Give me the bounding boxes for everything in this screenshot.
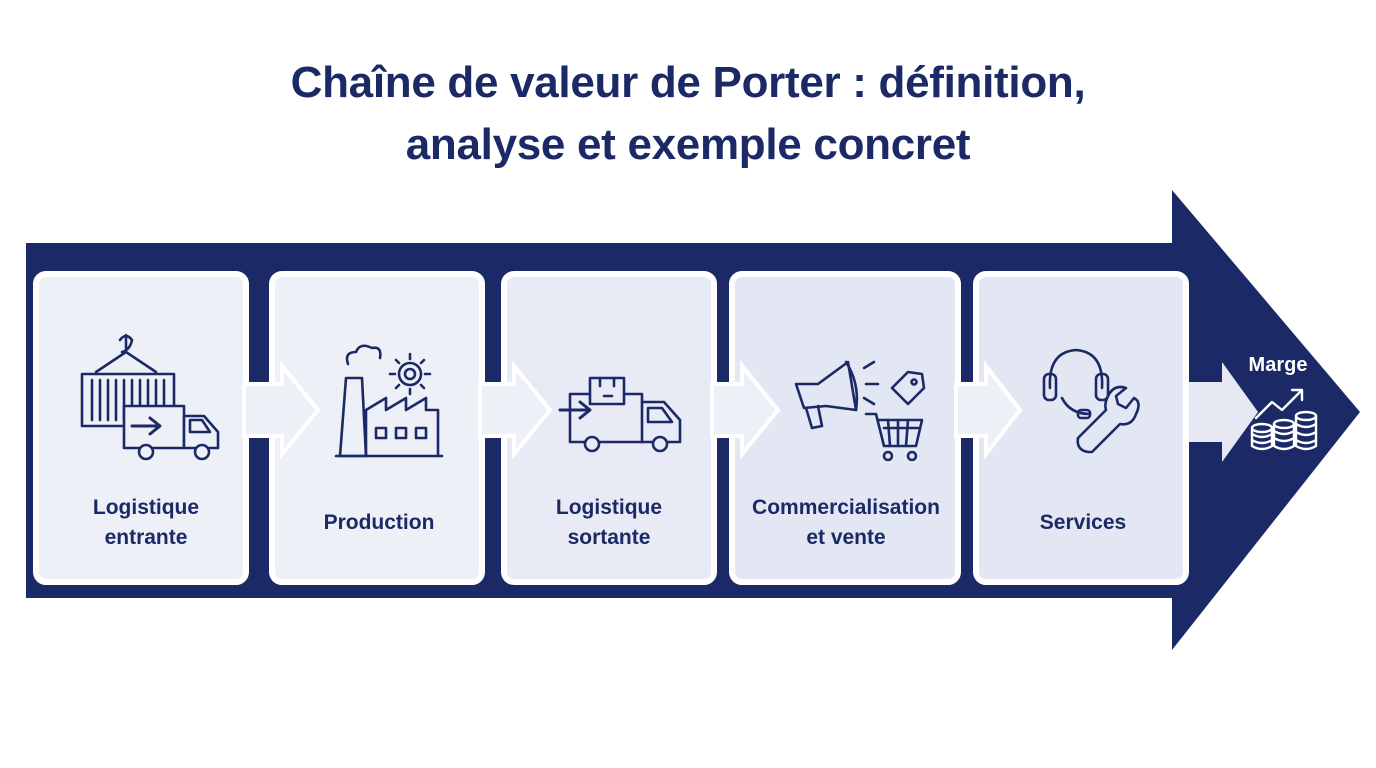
connector-arrow-1 (242, 360, 321, 460)
activity-label-3-line-1: Logistique (555, 496, 663, 519)
activity-label-1-line-2: entrante (104, 526, 188, 549)
activity-label-2: Production (272, 488, 486, 558)
delivery-truck-icon (558, 376, 682, 453)
activity-label-1-line-1: Logistique (92, 496, 200, 519)
margin-band (1182, 362, 1258, 462)
activity-label-4: Commercialisation et vente (730, 488, 962, 558)
margin-label: Marge (1248, 354, 1308, 376)
activity-label-5-line-1: Services (1039, 511, 1127, 534)
activity-label-4-line-2: et vente (806, 526, 886, 549)
title-line-2: analyse et exemple concret (405, 120, 971, 169)
activity-label-4-line-1: Commercialisation (752, 496, 940, 519)
connector-arrow-2 (478, 360, 553, 460)
activity-label-1: Logistique entrante (36, 488, 256, 558)
connector-arrow-3 (710, 360, 781, 460)
activity-label-3-line-2: sortante (567, 526, 651, 549)
container-truck-icon (80, 333, 220, 461)
diagram-title: Chaîne de valeur de Porter : définition,… (0, 52, 1376, 176)
activity-label-2-line-1: Production (323, 511, 435, 534)
title-line-1: Chaîne de valeur de Porter : définition, (290, 58, 1086, 107)
factory-gear-icon (334, 344, 444, 458)
headset-wrench-icon (1042, 348, 1140, 454)
connector-arrow-4 (954, 360, 1023, 460)
activity-label-5: Services (976, 488, 1190, 558)
growth-coins-icon (1250, 388, 1318, 451)
megaphone-cart-icon (794, 360, 926, 462)
activity-label-3: Logistique sortante (504, 488, 714, 558)
